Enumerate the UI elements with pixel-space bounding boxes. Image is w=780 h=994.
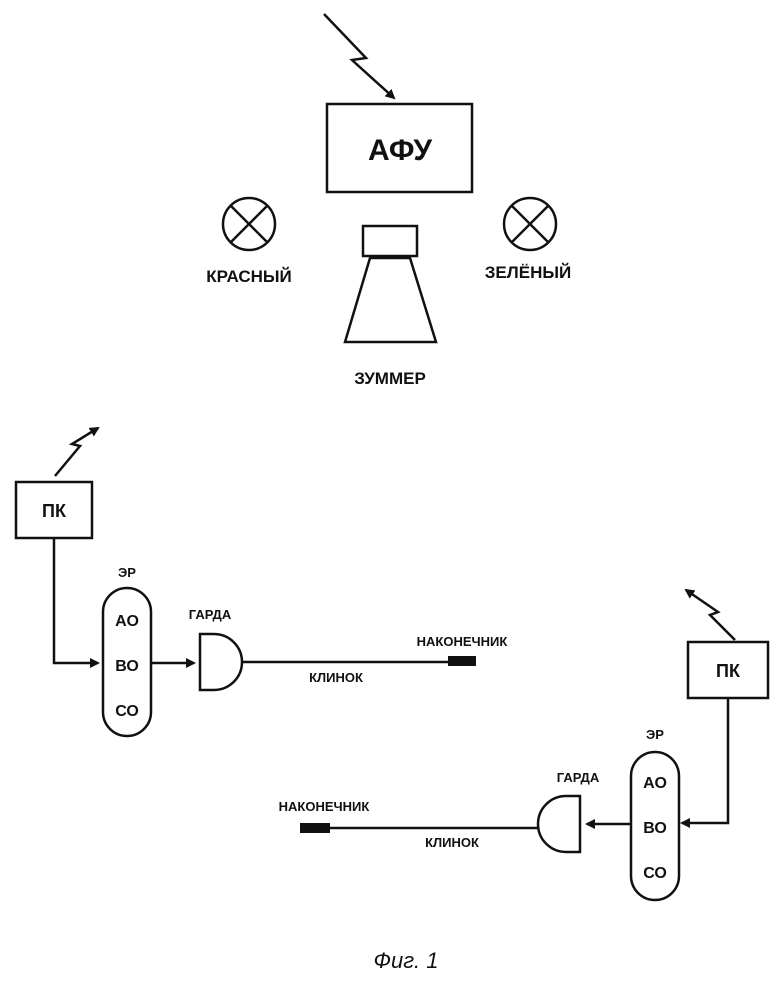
right-pk-er-link xyxy=(682,698,728,823)
left-tip-label: НАКОНЕЧНИК xyxy=(417,634,508,649)
right-pk-label: ПК xyxy=(716,661,741,681)
left-er-channel-a: АО xyxy=(115,613,139,630)
right-pk-signal-icon xyxy=(686,590,735,640)
red-lamp-label: КРАСНЫЙ xyxy=(206,267,292,286)
left-blade-label: КЛИНОК xyxy=(309,670,363,685)
afu-block: АФУ xyxy=(327,104,472,192)
left-pk-block: ПК xyxy=(16,482,92,538)
left-er-channel-c: СО xyxy=(115,703,139,720)
left-guard-label: ГАРДА xyxy=(189,607,232,622)
right-guard-icon xyxy=(538,796,580,852)
right-er-block: АО ВО СО xyxy=(631,752,679,900)
right-er-channel-a: АО xyxy=(643,775,667,792)
right-guard-label: ГАРДА xyxy=(557,770,600,785)
green-lamp-icon xyxy=(504,198,556,250)
left-er-block: АО ВО СО xyxy=(103,588,151,736)
left-er-label: ЭР xyxy=(118,565,136,580)
left-pk-er-link xyxy=(54,538,98,663)
right-blade-label: КЛИНОК xyxy=(425,835,479,850)
right-tip-label: НАКОНЕЧНИК xyxy=(279,799,370,814)
left-tip-mark xyxy=(448,656,476,666)
afu-label: АФУ xyxy=(368,134,432,167)
right-er-label: ЭР xyxy=(646,727,664,742)
left-guard-icon xyxy=(200,634,242,690)
right-er-channel-c: СО xyxy=(643,865,667,882)
afu-signal-icon xyxy=(324,14,394,98)
green-lamp-label: ЗЕЛЁНЫЙ xyxy=(485,263,571,282)
left-pk-signal-icon xyxy=(55,428,98,476)
right-pk-block: ПК xyxy=(688,642,768,698)
buzzer-icon xyxy=(345,226,436,342)
red-lamp-icon xyxy=(223,198,275,250)
left-er-channel-b: ВО xyxy=(115,658,139,675)
right-tip-mark xyxy=(300,823,330,833)
buzzer-label: ЗУММЕР xyxy=(354,369,426,388)
figure-caption: Фиг. 1 xyxy=(373,948,438,973)
left-pk-label: ПК xyxy=(42,501,67,521)
right-er-channel-b: ВО xyxy=(643,820,667,837)
